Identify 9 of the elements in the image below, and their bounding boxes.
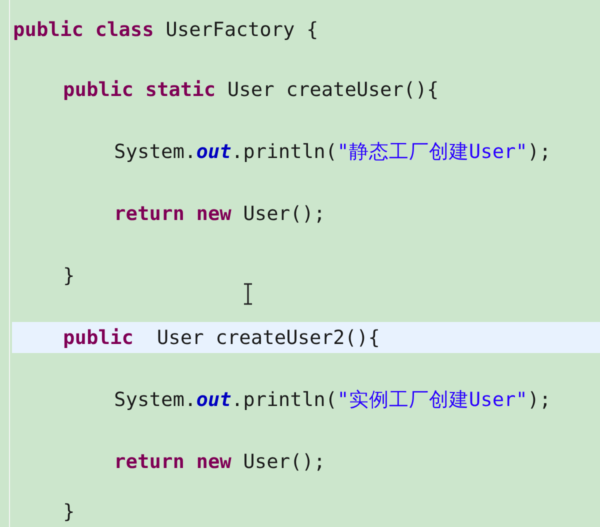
code-line: } — [63, 263, 75, 289]
code-line: return new User(); — [114, 449, 326, 475]
code-line: public User createUser2(){ — [63, 325, 380, 351]
code-line: } — [63, 499, 75, 525]
code-line: System.out.println("静态工厂创建User"); — [114, 139, 552, 165]
code-line: System.out.println("实例工厂创建User"); — [114, 387, 552, 413]
code-line: return new User(); — [114, 201, 326, 227]
code-line: public class UserFactory { — [13, 17, 318, 43]
code-line: public static User createUser(){ — [63, 77, 439, 103]
